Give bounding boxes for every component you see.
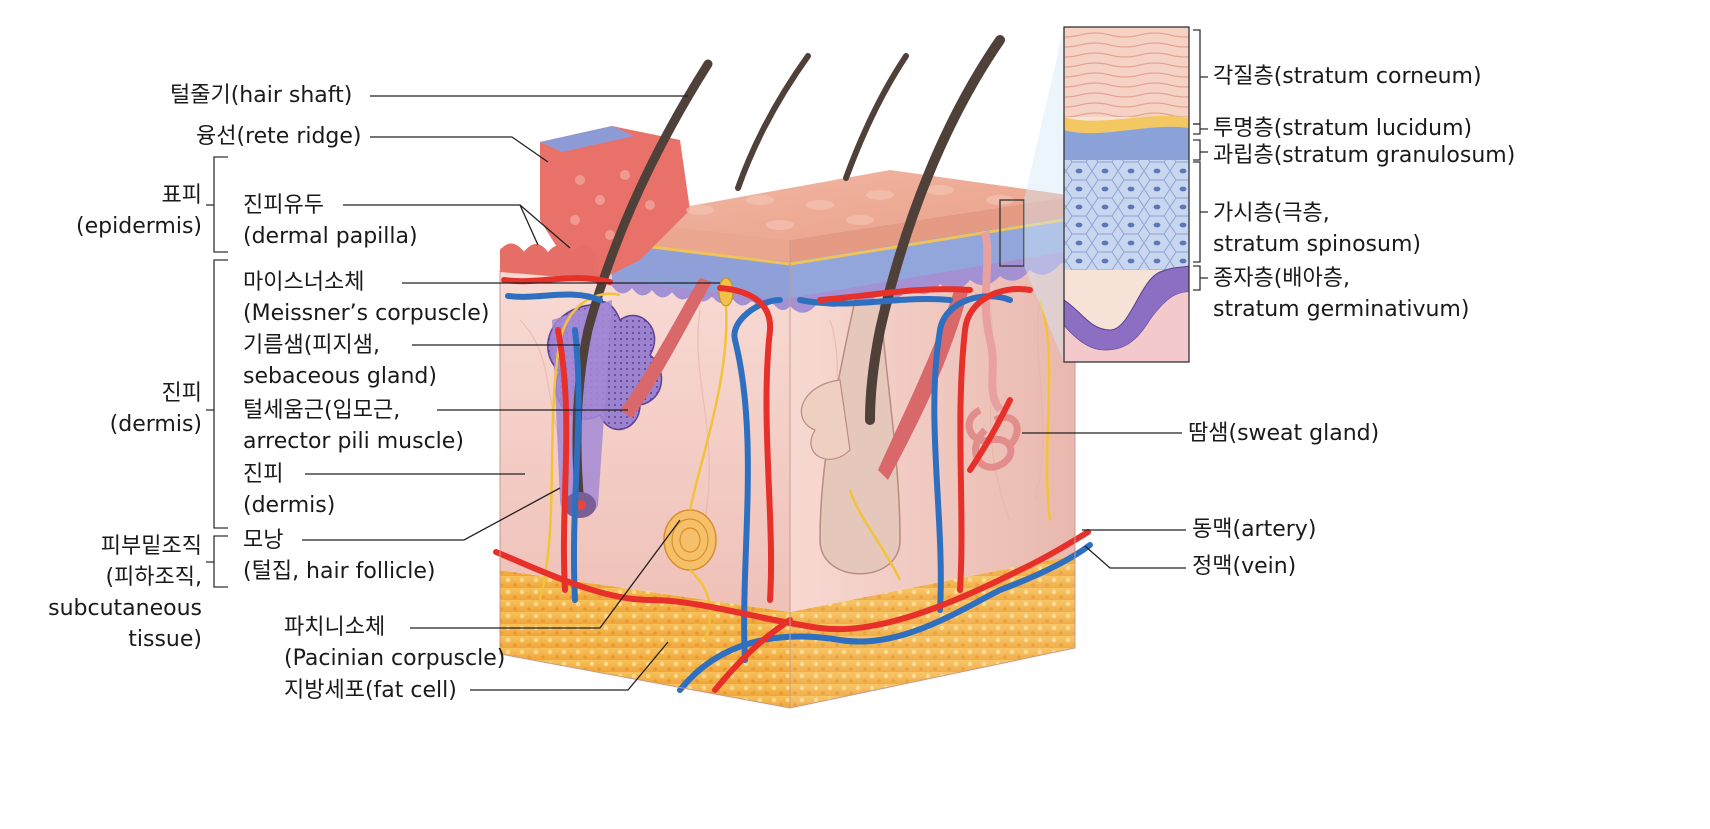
hair-shaft-short-2 bbox=[843, 53, 909, 181]
label-subcutaneous-4: tissue) bbox=[128, 627, 202, 652]
label-meissners-ko: 마이스너소체 bbox=[243, 270, 365, 295]
label-epidermis: 표피 (epidermis) bbox=[70, 180, 202, 242]
label-stratum-germinativum-ko: 종자층(배아층, bbox=[1213, 266, 1351, 291]
arteries bbox=[493, 275, 1091, 693]
label-dermal-papilla-ko: 진피유두 bbox=[243, 193, 324, 218]
label-epidermis-ko: 표피 bbox=[161, 183, 202, 208]
block-outline bbox=[499, 196, 1076, 709]
hair-shaft-right bbox=[865, 35, 1005, 425]
brackets bbox=[206, 29, 1208, 588]
skin-surface-top bbox=[612, 170, 1075, 240]
label-stratum-germinativum: 종자층(배아층, stratum germinativum) bbox=[1213, 263, 1469, 325]
inset-stratum-corneum bbox=[1064, 27, 1189, 117]
label-arrector-pili-muscle: 털세움근(입모근, arrector pili muscle) bbox=[243, 395, 464, 457]
zoom-source-box bbox=[999, 199, 1025, 267]
label-vein: 정맥(vein) bbox=[1192, 554, 1297, 579]
sebaceous-gland-right bbox=[800, 379, 851, 460]
label-pacinian-corpuscle: 파치니소체 (Pacinian corpuscle) bbox=[284, 612, 505, 674]
label-pacinian-en: (Pacinian corpuscle) bbox=[284, 646, 506, 671]
label-sebaceous-en: sebaceous gland) bbox=[243, 364, 437, 389]
hair-shaft-short-1 bbox=[735, 53, 811, 191]
label-dermal-papilla: 진피유두 (dermal papilla) bbox=[243, 190, 418, 252]
label-pacinian-ko: 파치니소체 bbox=[284, 615, 386, 640]
fat-layer-right bbox=[790, 555, 1075, 708]
stratum-corneum-edge-right bbox=[790, 196, 1075, 262]
label-stratum-corneum: 각질층(stratum corneum) bbox=[1213, 64, 1482, 89]
label-dermis-inner-ko: 진피 bbox=[243, 462, 284, 487]
label-subcutaneous-1: 피부밑조직 bbox=[100, 534, 202, 559]
pacinian-corpuscle bbox=[663, 509, 717, 571]
sweat-gland-duct bbox=[981, 231, 1004, 413]
label-arrector-ko: 털세움근(입모근, bbox=[243, 398, 401, 423]
label-dermis-inner-en: (dermis) bbox=[243, 493, 336, 518]
label-stratum-spinosum-en: stratum spinosum) bbox=[1213, 232, 1421, 257]
label-dermis-section-en: (dermis) bbox=[109, 412, 202, 437]
label-dermis-inner: 진피 (dermis) bbox=[243, 459, 335, 521]
label-stratum-spinosum-ko: 가시층(극층, bbox=[1213, 201, 1330, 226]
fat-layer-front bbox=[500, 570, 790, 708]
label-sweat-gland: 땀샘(sweat gland) bbox=[1188, 421, 1380, 446]
label-arrector-en: arrector pili muscle) bbox=[243, 429, 464, 454]
label-stratum-spinosum: 가시층(극층, stratum spinosum) bbox=[1213, 198, 1421, 260]
arrector-pili-muscle-left bbox=[620, 278, 712, 418]
nerves bbox=[538, 292, 1052, 641]
label-stratum-germinativum-en: stratum germinativum) bbox=[1213, 297, 1470, 322]
label-rete-ridge: 융선(rete ridge) bbox=[196, 124, 362, 149]
label-subcutaneous-tissue: 피부밑조직 (피하조직, subcutaneous tissue) bbox=[20, 531, 202, 655]
inset-stratum-lucidum bbox=[1064, 115, 1189, 134]
inset-stratum-granulosum bbox=[1064, 126, 1189, 160]
label-sebaceous-gland: 기름샘(피지샘, sebaceous gland) bbox=[243, 330, 437, 392]
label-sebaceous-ko: 기름샘(피지샘, bbox=[243, 333, 381, 358]
label-meissners-en: (Meissner’s corpuscle) bbox=[243, 301, 490, 326]
label-hair-follicle-ko: 모낭 bbox=[243, 528, 284, 553]
label-stratum-granulosum: 과립층(stratum granulosum) bbox=[1213, 143, 1516, 168]
arrector-pili-muscle-right bbox=[878, 288, 968, 480]
label-subcutaneous-2: (피하조직, bbox=[105, 565, 202, 590]
label-meissners-corpuscle: 마이스너소체 (Meissner’s corpuscle) bbox=[243, 267, 489, 329]
skin-block bbox=[493, 27, 1093, 709]
label-dermal-papilla-en: (dermal papilla) bbox=[243, 224, 418, 249]
label-hair-follicle: 모낭 (털집, hair follicle) bbox=[243, 525, 436, 587]
label-artery: 동맥(artery) bbox=[1192, 517, 1317, 542]
label-hair-follicle-en: (털집, hair follicle) bbox=[243, 559, 436, 584]
label-stratum-lucidum: 투명층(stratum lucidum) bbox=[1213, 116, 1473, 141]
epidermis-layers-inset bbox=[1063, 26, 1190, 363]
surface-texture bbox=[686, 185, 1014, 230]
label-dermis-section: 진피 (dermis) bbox=[70, 378, 202, 440]
zoom-projection bbox=[1024, 27, 1064, 362]
leader-lines bbox=[302, 95, 1186, 691]
label-subcutaneous-3: subcutaneous bbox=[48, 596, 202, 621]
inset-stratum-spinosum bbox=[1064, 160, 1189, 270]
veins bbox=[505, 291, 1093, 693]
label-epidermis-en: (epidermis) bbox=[76, 214, 202, 239]
label-hair-shaft: 털줄기(hair shaft) bbox=[170, 83, 353, 108]
label-fat-cell: 지방세포(fat cell) bbox=[284, 678, 457, 703]
label-dermis-section-ko: 진피 bbox=[161, 381, 202, 406]
